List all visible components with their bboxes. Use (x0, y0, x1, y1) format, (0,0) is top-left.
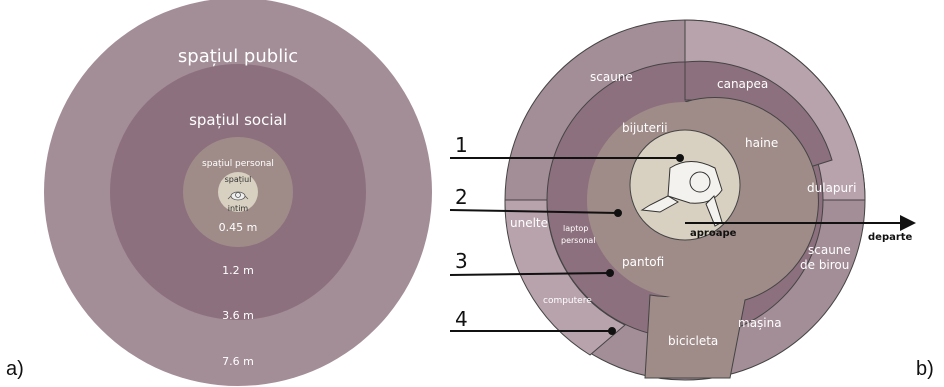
label-pantofi: pantofi (622, 255, 664, 269)
callout-lines (449, 154, 684, 335)
personal-space-label: spațiul personal (202, 159, 274, 169)
public-space-label: spațiul public (178, 46, 298, 67)
object-labels: bijuterii haine scaune canapea dulapuri … (510, 70, 856, 348)
arrow-near-label: aproape (690, 228, 737, 239)
zone-number-1: 1 (455, 133, 468, 157)
label-scaune-birou-1: scaune (808, 243, 851, 257)
label-laptop-2: personal (561, 236, 596, 245)
panel-label-a: a) (6, 358, 24, 380)
zone-number-4: 4 (455, 307, 468, 331)
social-space-label: spațiul social (189, 111, 287, 129)
label-scaune-birou-2: de birou (800, 258, 849, 272)
zone-number-2: 2 (455, 185, 468, 209)
distance-social: 3.6 m (222, 309, 254, 322)
label-bicicleta: bicicleta (668, 334, 718, 348)
intimate-space-label-line2: intim (228, 204, 249, 213)
distance-arrow (685, 215, 916, 231)
zone-number-3: 3 (455, 249, 468, 273)
label-computere: computere (543, 296, 592, 306)
label-laptop-1: laptop (563, 224, 588, 233)
distance-personal: 1.2 m (222, 264, 254, 277)
label-bijuterii: bijuterii (622, 121, 668, 135)
label-haine: haine (745, 136, 778, 150)
distance-public: 7.6 m (222, 355, 254, 368)
label-unelte: unelte (510, 216, 548, 230)
person-icon-small (227, 191, 249, 201)
label-canapea: canapea (717, 77, 768, 91)
left-proxemics-diagram: spațiul public spațiul social spațiul pe… (44, 0, 432, 386)
intimate-space-label-line1: spațiul (225, 175, 252, 185)
distance-intim: 0.45 m (219, 221, 258, 234)
label-scaune: scaune (590, 70, 633, 84)
label-masina: mașina (738, 316, 782, 330)
panel-label-b: b) (916, 358, 934, 380)
label-dulapuri: dulapuri (807, 181, 856, 195)
arrow-far-label: departe (868, 232, 913, 243)
person-topview-icon (640, 161, 723, 227)
